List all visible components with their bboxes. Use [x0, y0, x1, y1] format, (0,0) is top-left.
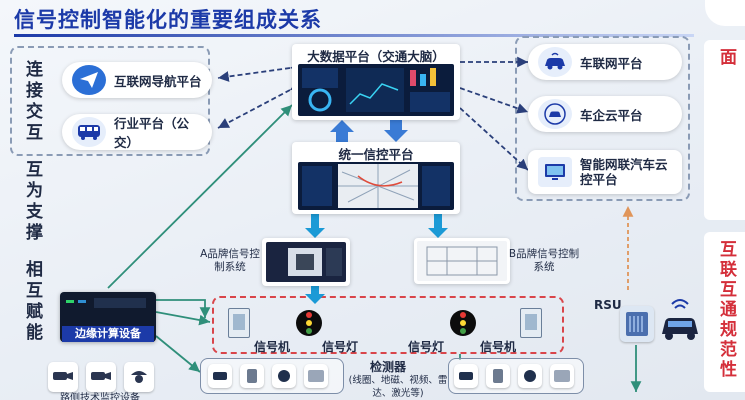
unified-control-platform[interactable]: 统一信控平台: [292, 142, 460, 214]
arrow-unified-up: [330, 120, 354, 142]
big-data-platform-label: 大数据平台（交通大脑）: [307, 49, 445, 64]
right-label-interconnect: 互联互通规范性: [716, 240, 736, 380]
connected-vehicle-icon: [658, 294, 702, 344]
arrow-edge-to-intersection: [155, 311, 211, 326]
platform-car-cloud[interactable]: 车企云平台: [528, 96, 682, 132]
page-title: 信号控制智能化的重要组成关系: [14, 8, 322, 32]
arrow-edge-to-detector: [155, 335, 201, 373]
title-underline: [14, 34, 694, 37]
detector-label: 检测器: [370, 360, 407, 374]
right-panel-bottom: [704, 232, 745, 392]
platform-industry[interactable]: 行业平台（公交）: [62, 114, 212, 150]
rsu-label: RSU: [594, 298, 622, 312]
platform-navigation-label: 互联网导航平台: [114, 73, 202, 89]
arrow-big-data-to-cloud-control: [448, 96, 529, 171]
signal-light-b-label: 信号灯: [408, 340, 445, 354]
arrow-big-data-to-car-cloud: [448, 79, 529, 114]
edge-device-label: 边缘计算设备: [62, 326, 154, 342]
paper-plane-icon: [72, 65, 106, 95]
platform-navigation[interactable]: 互联网导航平台: [62, 62, 212, 98]
detector-magnetic-icon: [272, 364, 296, 388]
platform-car-cloud-label: 车企云平台: [580, 107, 643, 123]
roadside-camera-1-icon: [48, 362, 78, 392]
corner-decoration: [705, 0, 745, 26]
brand-a-system[interactable]: [262, 238, 350, 286]
brand-b-system[interactable]: [414, 238, 510, 284]
intersection-group: [212, 296, 564, 354]
platform-connected-car-label: 车联网平台: [580, 55, 643, 71]
detector-radar-2-icon: [454, 364, 478, 388]
left-label-support: 互为支撑: [22, 160, 42, 244]
left-platform-group: [10, 46, 210, 156]
detector-lidar-icon: [304, 364, 328, 388]
arrow-big-data-to-industry: [217, 80, 303, 129]
big-data-platform[interactable]: 大数据平台（交通大脑）: [292, 44, 460, 120]
bus-icon: [72, 117, 106, 147]
right-panel-top: [704, 40, 745, 220]
roadside-camera-2-icon: [86, 362, 116, 392]
brand-a-label: A品牌信号控制系统: [200, 248, 260, 273]
platform-cloud-control-label: 智能网联汽车云控平台: [580, 157, 668, 187]
signal-machine-b-label: 信号机: [480, 340, 517, 354]
detector-lidar-2-icon: [550, 364, 574, 388]
detector-magnetic-2-icon: [518, 364, 542, 388]
arrow-big-data-down: [384, 120, 408, 142]
unified-control-platform-label: 统一信控平台: [338, 147, 414, 162]
platform-industry-label: 行业平台（公交）: [114, 116, 190, 150]
signal-light-b-icon: [450, 310, 476, 336]
brand-a-screen: [266, 242, 346, 282]
monitor-icon: [538, 157, 572, 187]
signal-machine-a-label: 信号机: [254, 340, 291, 354]
roadside-monitoring-label: 路侧技术监控设备: [60, 393, 140, 400]
left-label-empower: 相互赋能: [22, 260, 42, 344]
signal-machine-b-icon: [520, 308, 542, 338]
detector-radar-1-icon: [208, 364, 232, 388]
detector-sub-label: (线圈、地磁、视频、雷达、激光等): [348, 375, 448, 399]
arrow-edge-to-big-data: [107, 104, 293, 289]
arrow-big-data-to-navigation: [217, 61, 302, 82]
signal-light-a-icon: [296, 310, 322, 336]
platform-connected-car[interactable]: 车联网平台: [528, 44, 682, 80]
brand-b-label: B品牌信号控制系统: [508, 248, 580, 273]
left-label-connect: 连接交互: [22, 60, 42, 144]
brand-b-screen: [417, 241, 507, 281]
big-data-dashboard: [298, 64, 454, 116]
rsu-unit-icon: [620, 306, 654, 342]
right-label-function: 主次关系、功能界面: [716, 48, 745, 208]
signal-light-a-label: 信号灯: [322, 340, 359, 354]
platform-cloud-control[interactable]: 智能网联汽车云控平台: [528, 150, 682, 194]
detector-camera-2-icon: [486, 364, 510, 388]
arrow-edge-to-signal: [156, 299, 211, 318]
connected-car-icon: [538, 47, 572, 77]
roadside-dome-camera-icon: [124, 362, 154, 392]
detector-camera-icon: [240, 364, 264, 388]
signal-machine-a-icon: [228, 308, 250, 338]
car-cloud-icon: [538, 99, 572, 129]
unified-control-map: [298, 162, 454, 210]
